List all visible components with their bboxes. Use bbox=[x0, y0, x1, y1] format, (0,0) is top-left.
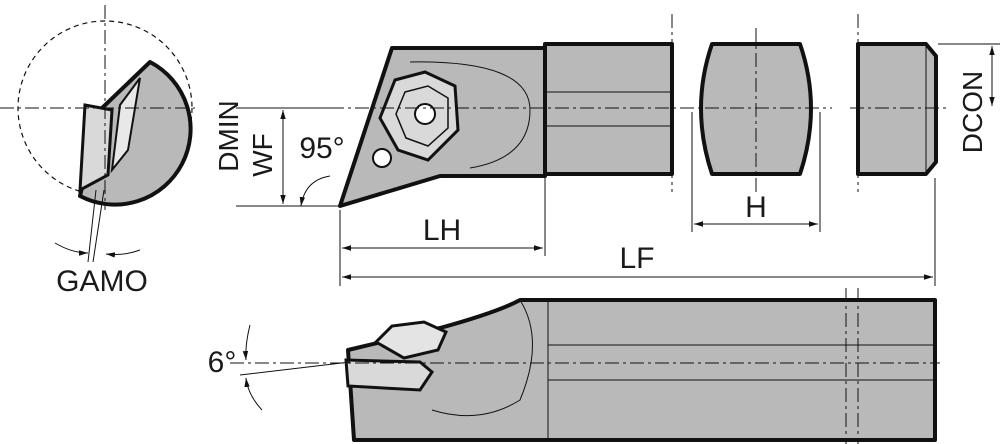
angle-6-arc-bottom bbox=[244, 377, 263, 411]
angle-6-label: 6° bbox=[208, 346, 237, 379]
gamo-line-1 bbox=[92, 189, 105, 263]
gamo-label: GAMO bbox=[56, 265, 148, 298]
top-view: WF DMIN 95° LH LF bbox=[213, 14, 936, 286]
angle-95-arc bbox=[299, 175, 331, 207]
side-clamp bbox=[373, 320, 448, 360]
h-label: H bbox=[745, 191, 767, 224]
holder-shank bbox=[543, 42, 674, 176]
end-view-clamp bbox=[110, 77, 141, 174]
head-contour bbox=[409, 61, 531, 169]
gamo-arrow-right bbox=[105, 249, 141, 258]
end-view: GAMO bbox=[0, 5, 195, 298]
shank-section: H bbox=[680, 28, 832, 232]
side-head-contour bbox=[431, 299, 533, 417]
gamo-arrow-left bbox=[54, 242, 89, 256]
coolant-hole bbox=[372, 148, 392, 168]
top-insert-inner bbox=[395, 85, 449, 147]
dcon-label: DCON bbox=[957, 71, 988, 153]
angle-6-arc-top bbox=[242, 324, 251, 361]
wf-label: WF bbox=[247, 133, 278, 177]
shank-end: DCON bbox=[850, 14, 1000, 192]
side-view-body bbox=[346, 298, 937, 442]
lf-label: LF bbox=[619, 242, 654, 275]
clamp-screw-icon bbox=[414, 103, 436, 125]
rake-angle-line bbox=[239, 361, 351, 376]
angle-95-label: 95° bbox=[299, 132, 344, 165]
lh-label: LH bbox=[423, 214, 461, 247]
side-view: 6° bbox=[208, 288, 940, 444]
side-insert bbox=[344, 358, 434, 392]
dmin-label: DMIN bbox=[213, 100, 244, 172]
gamo-line-2 bbox=[87, 189, 97, 263]
shank-end-body bbox=[856, 42, 938, 176]
